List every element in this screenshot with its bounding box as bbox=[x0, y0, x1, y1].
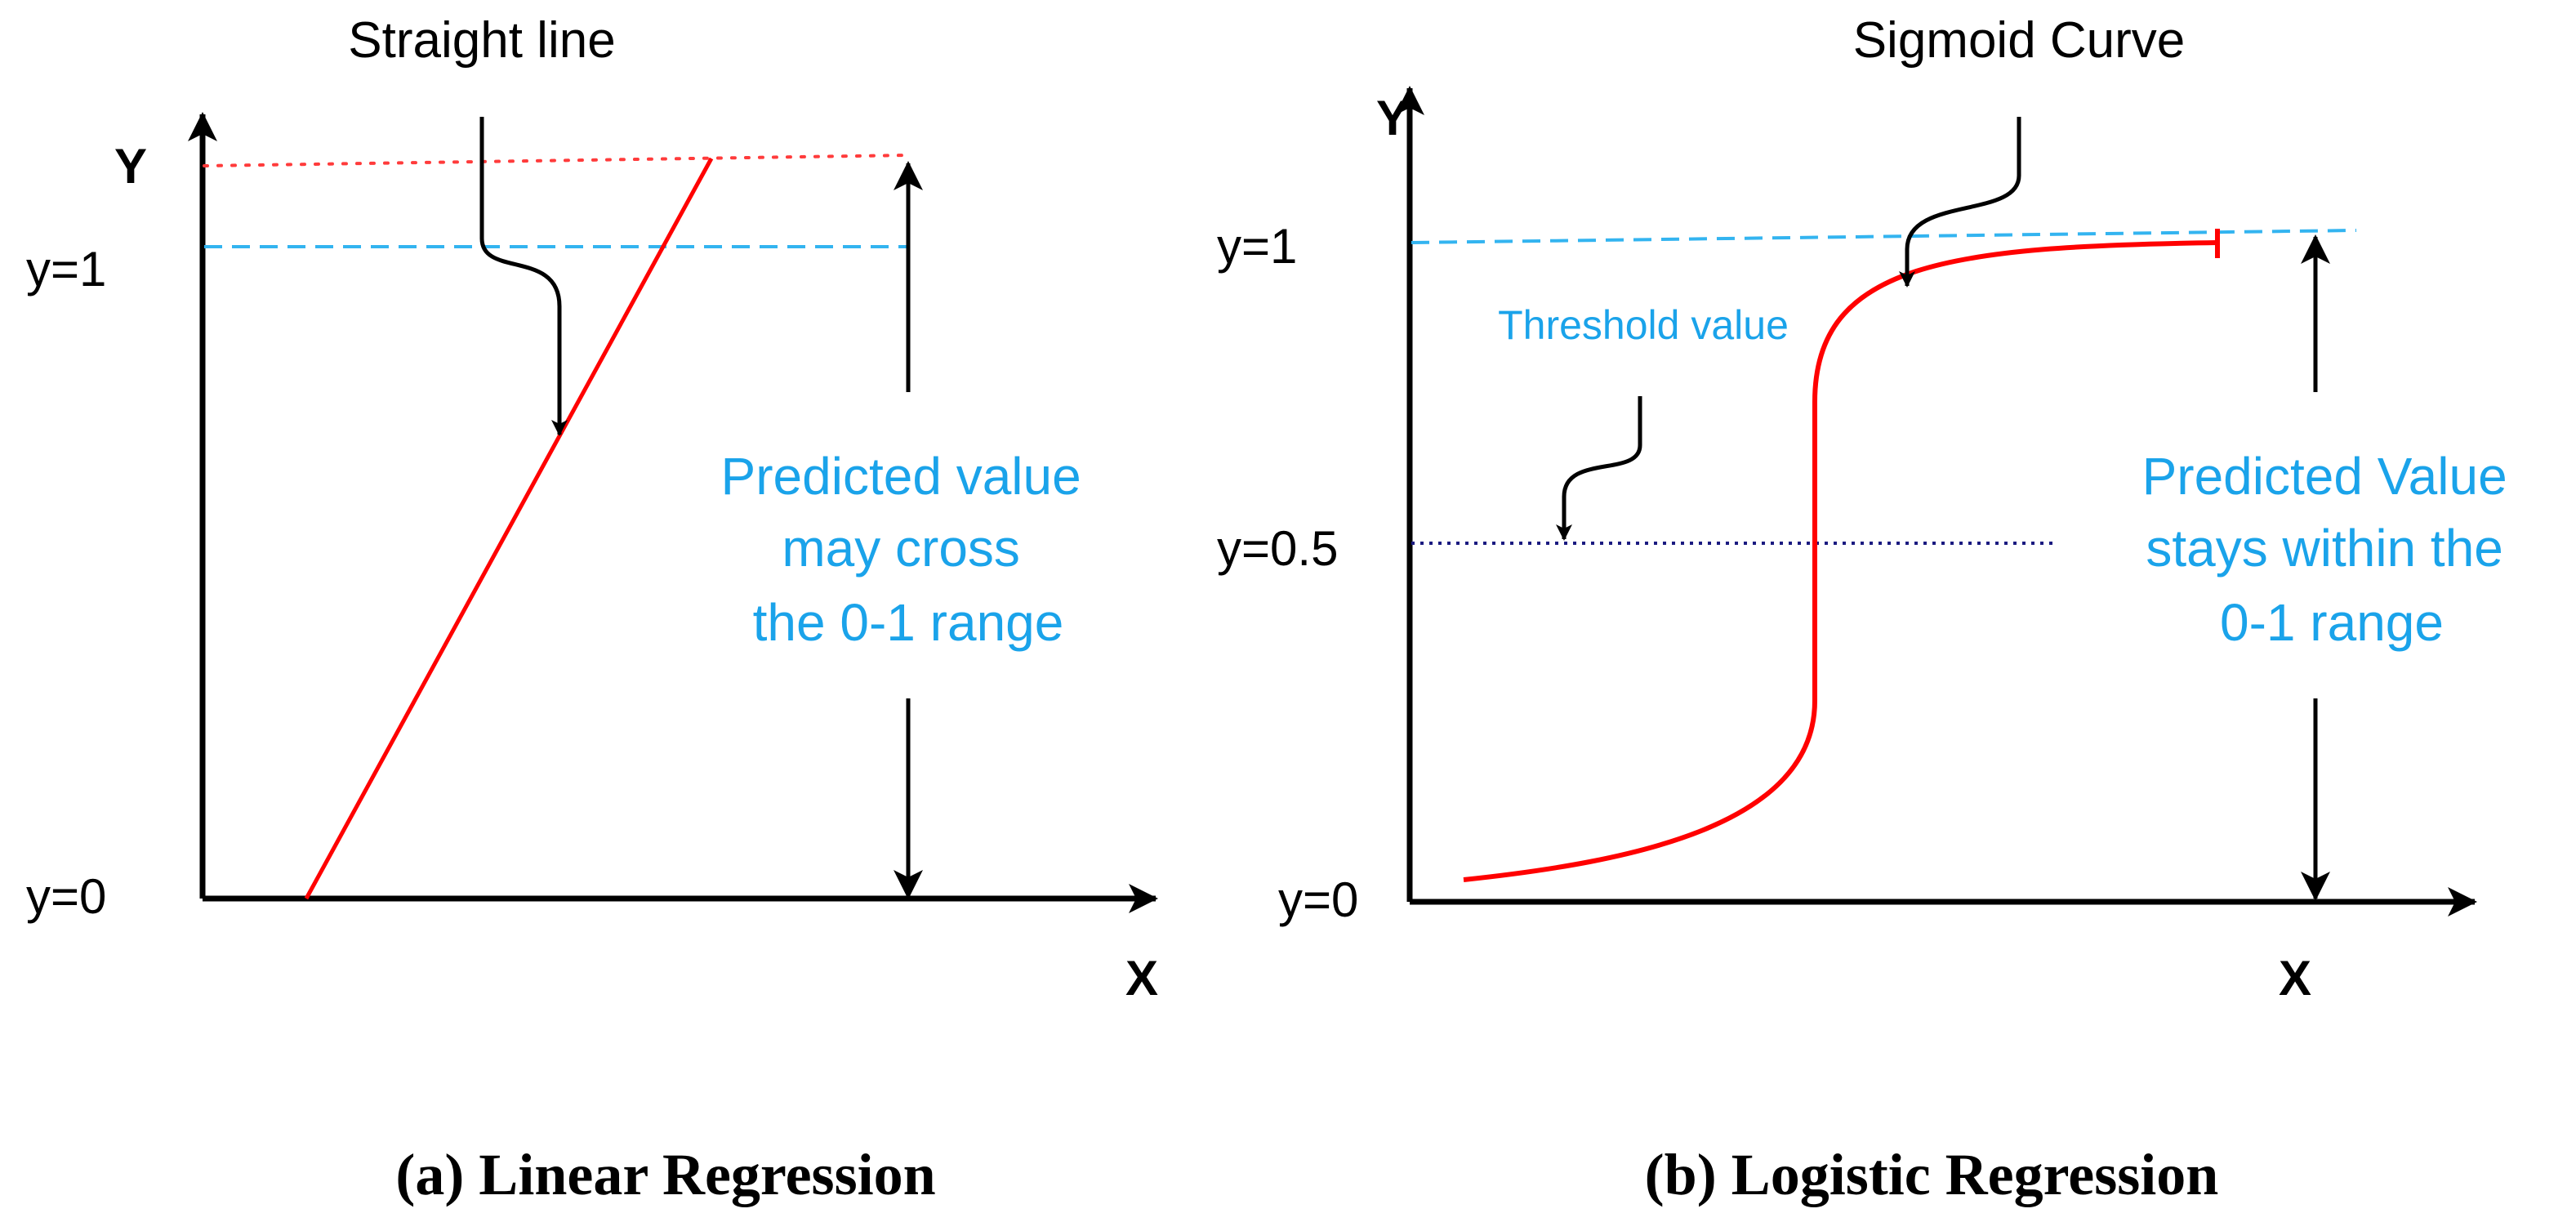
y-one-dashed-line bbox=[1411, 229, 2357, 244]
range-note-line: may cross bbox=[782, 519, 1020, 578]
range-note-line: stays within the bbox=[2146, 519, 2503, 578]
range-note-line: Predicted value bbox=[721, 447, 1081, 506]
sigmoid-pointer-arrow bbox=[1899, 117, 2021, 288]
range-note-line: Predicted Value bbox=[2142, 447, 2507, 506]
y-axis-label: Y bbox=[114, 139, 147, 194]
sigmoid-curve bbox=[1463, 240, 2218, 882]
caption-linear: (a) Linear Regression bbox=[395, 1142, 935, 1207]
range-note-line: the 0-1 range bbox=[753, 593, 1064, 652]
x-axis-label: X bbox=[1125, 951, 1158, 1006]
panel-logistic-regression: Sigmoid Curve Threshold value Y X y=1 y=… bbox=[1217, 12, 2522, 1207]
tick-y-zero: y=0 bbox=[26, 869, 106, 924]
threshold-pointer-arrow bbox=[1556, 396, 1642, 541]
range-note: Predicted Value stays within the 0-1 ran… bbox=[2142, 447, 2522, 652]
y-axis-label: Y bbox=[1376, 91, 1409, 145]
x-axis-label: X bbox=[2279, 951, 2311, 1006]
straight-regression-line bbox=[304, 157, 714, 900]
tick-y-zero: y=0 bbox=[1278, 872, 1358, 927]
panel-linear-regression: Straight line Y X y=1 y=0 Predicted valu… bbox=[26, 12, 1158, 1207]
straight-line-label: Straight line bbox=[348, 12, 615, 69]
tick-y-one: y=1 bbox=[1217, 219, 1297, 274]
tick-y-one: y=1 bbox=[26, 242, 106, 297]
threshold-value-label: Threshold value bbox=[1498, 302, 1789, 348]
caption-logistic: (b) Logistic Regression bbox=[1645, 1142, 2219, 1207]
range-note: Predicted value may cross the 0-1 range bbox=[721, 447, 1096, 652]
tick-y-half: y=0.5 bbox=[1217, 521, 1338, 576]
overflow-dotted-line bbox=[203, 154, 910, 167]
range-note-line: 0-1 range bbox=[2220, 593, 2444, 652]
sigmoid-curve-label: Sigmoid Curve bbox=[1853, 12, 2186, 69]
straight-line-pointer-arrow bbox=[479, 117, 568, 436]
